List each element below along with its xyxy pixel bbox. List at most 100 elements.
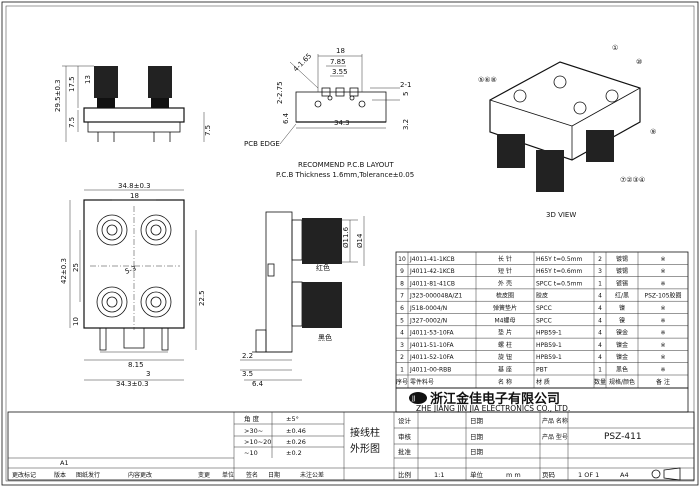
iso-view-label: 3D VIEW xyxy=(546,211,576,219)
section-dim-11-6: Ø11.6 xyxy=(342,226,350,248)
bom-cell-finish: 镍金 xyxy=(616,341,628,349)
bom-cell-qty: 4 xyxy=(598,317,602,324)
tol-angle: ±5° xyxy=(286,415,299,423)
company-name-cn: 浙江金佳电子有限公司 xyxy=(430,391,560,407)
front-dim-34-3: 34.3±0.3 xyxy=(116,380,149,388)
rev-h-h: 日期 xyxy=(268,471,280,479)
dim-17-5: 17.5 xyxy=(68,76,76,92)
bom-cell-qty: 4 xyxy=(598,342,602,349)
pcb-outline xyxy=(295,91,387,123)
tb-approve: 批准 xyxy=(398,447,412,456)
bom-cell-qty: 4 xyxy=(598,354,602,361)
bom-header-material: 材 质 xyxy=(536,378,550,386)
iso-post-2 xyxy=(536,150,564,192)
section-post-top xyxy=(302,218,342,264)
bom-cell-finish: 镍 xyxy=(619,304,625,312)
bom-cell-finish: 镍金 xyxy=(616,353,628,361)
pcb-note-line1: RECOMMEND P.C.B LAYOUT xyxy=(298,161,394,169)
bom-cell-note: ※ xyxy=(660,330,665,337)
bom-cell-qty: 1 xyxy=(598,280,602,287)
bom-cell-finish: 红/黑 xyxy=(615,292,629,300)
bom-cell-material: 胶皮 xyxy=(536,292,548,300)
tol-r2-range: >10~20 xyxy=(244,438,271,446)
bom-cell-qty: 4 xyxy=(598,305,602,312)
title-block: 角 度 ±5° >30~ ±0.46 >10~20 ±0.26 ~10 ±0.2… xyxy=(7,411,695,481)
drawing-title-2: 外形图 xyxy=(350,443,380,455)
pcb-edge-label: PCB EDGE xyxy=(244,140,280,148)
section-red-label: 红色 xyxy=(316,263,330,272)
pcb-dim-4-1-65: 4-1.65 xyxy=(292,52,314,74)
bom-cell-qty: 4 xyxy=(598,293,602,300)
bom-cell-no: 9 xyxy=(400,268,404,275)
sheet-inner-border xyxy=(5,5,695,482)
bom-cell-part: J4011-41-1KCB xyxy=(409,256,455,263)
dim-7-5-left: 7.5 xyxy=(68,117,76,128)
callout-7234: ⑦②③④ xyxy=(620,176,645,184)
bom-cell-note: ※ xyxy=(660,342,665,349)
section-view: Ø11.6 Ø14 红色 黑色 2.2 3.5 6.4 xyxy=(240,211,365,388)
bom-cell-name: 梳皮圈 xyxy=(496,292,514,300)
drawing-title-1: 接线柱 xyxy=(350,426,380,439)
bom-cell-part: J4011-81-41CB xyxy=(409,280,455,287)
section-dim-2-2: 2.2 xyxy=(242,352,253,360)
bom-header-qty: 数量 xyxy=(594,378,606,386)
pcb-dim-34-3: 34.3 xyxy=(334,119,350,127)
bom-cell-note: PSZ-105胶圈 xyxy=(644,292,681,300)
front-dim-42: 42±0.3 xyxy=(60,258,68,284)
pcb-dim-18: 18 xyxy=(336,47,345,55)
side-base xyxy=(87,121,181,133)
side-view: 29.5±0.3 17.5 13 7.5 7.5 xyxy=(54,65,212,142)
tb-ratio-label: 比例 xyxy=(398,470,411,479)
bom-cell-name: 螺 柱 xyxy=(498,341,512,349)
bom-cell-part: J323-000048A/Z1 xyxy=(409,293,463,300)
tb-design: 设计 xyxy=(398,416,412,425)
bom-cell-no: 1 xyxy=(400,367,404,374)
projection-symbol xyxy=(651,469,661,479)
bom-cell-finish: 黑色 xyxy=(616,366,628,374)
tb-sheet-label: 页码 xyxy=(542,471,556,479)
bom-cell-material: SPCC xyxy=(536,317,552,324)
post-left-knurl xyxy=(94,66,118,98)
callout-10: ⑩ xyxy=(636,58,642,66)
tb-product-code: PSZ-411 xyxy=(604,432,642,442)
pcb-dim-2-1: 2-1 xyxy=(400,81,411,89)
bom-cell-part: J4011-52-10FA xyxy=(409,354,455,361)
bom-cell-name: 垫 片 xyxy=(498,329,512,337)
iso-post-3 xyxy=(586,130,614,162)
pcb-dim-5: 5 xyxy=(402,92,410,96)
pcb-dim-7-85: 7.85 xyxy=(330,58,346,66)
bom-cell-name: M4螺母 xyxy=(495,316,516,324)
section-body xyxy=(265,211,293,353)
bom-cell-qty: 3 xyxy=(598,268,602,275)
bom-cell-note: ※ xyxy=(660,256,665,263)
section-dim-6-4: 6.4 xyxy=(252,380,264,388)
bom-cell-no: 6 xyxy=(400,305,404,312)
bom-cell-note: ※ xyxy=(660,317,665,324)
bom-cell-no: 5 xyxy=(400,317,404,324)
pcb-dim-3-2: 3.2 xyxy=(402,119,410,130)
tol-r2: ±0.26 xyxy=(286,438,306,446)
side-body xyxy=(83,107,185,123)
section-dim-14: Ø14 xyxy=(356,233,364,248)
company-logo-text: JJ xyxy=(411,395,416,402)
bom-cell-no: 3 xyxy=(400,342,404,349)
bom-cell-no: 7 xyxy=(400,293,404,300)
dim-13: 13 xyxy=(84,75,92,84)
company-logo xyxy=(409,392,427,404)
tol-angle-label: 角 度 xyxy=(244,414,260,423)
rev-h-b: 版本 xyxy=(54,471,66,479)
tb-date-3: 日期 xyxy=(470,448,484,456)
rev-a1: A1 xyxy=(60,459,69,467)
bom-cell-qty: 2 xyxy=(598,256,602,263)
bom-header-note: 备 注 xyxy=(656,378,670,386)
bom-cell-no: 4 xyxy=(400,330,404,337)
bom-cell-material: HPB59-1 xyxy=(536,330,562,337)
bom-cell-note: ※ xyxy=(660,268,665,275)
bom-cell-part: J4011-51-10FA xyxy=(409,342,455,349)
bom-cell-finish: 镀锡 xyxy=(616,267,628,275)
pcb-layout-view: 18 7.85 3.55 2-1 2-2.75 4-1.65 6.4 34.3 … xyxy=(244,47,414,179)
post-right-neck xyxy=(151,98,169,108)
tb-sheet: 1 OF 1 xyxy=(578,471,599,479)
